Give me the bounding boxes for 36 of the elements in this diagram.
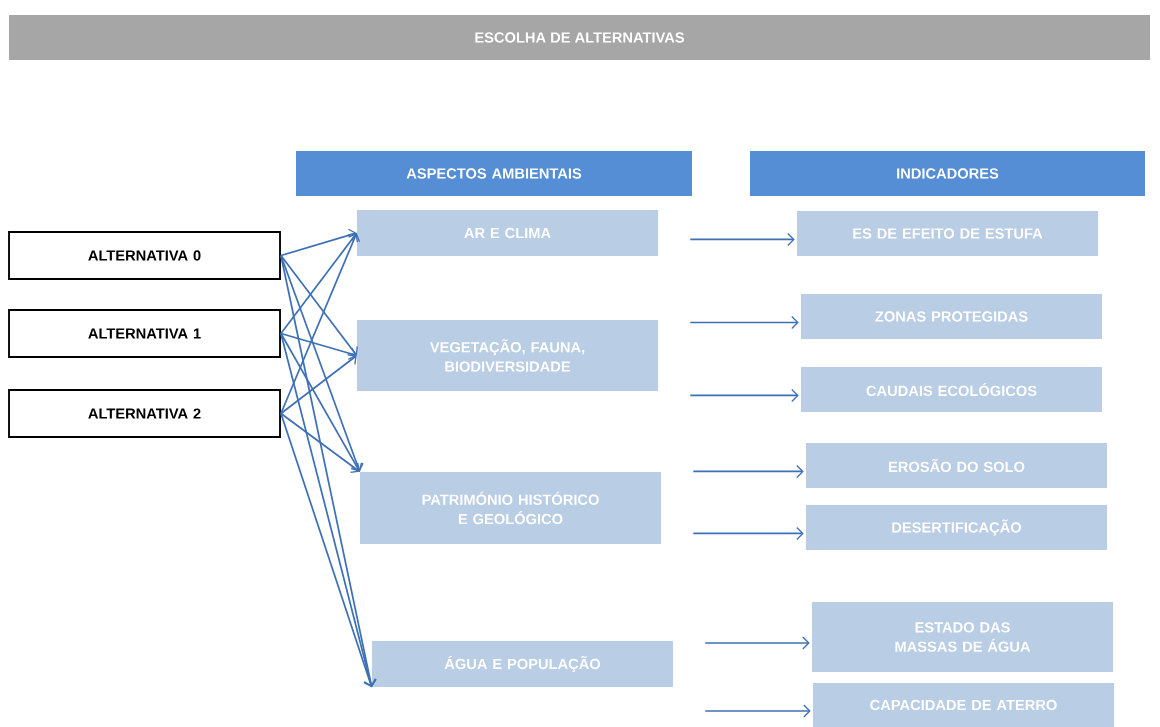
indicator-box: ESTADO DAS MASSAS DE ÁGUA — [812, 602, 1113, 672]
indicator-box: DESERTIFICAÇÃO — [806, 505, 1107, 550]
arrow — [692, 464, 804, 479]
arrow — [280, 228, 357, 257]
header-box: INDICADORES — [750, 151, 1145, 196]
alternative-box: ALTERNATIVA 2 — [8, 389, 281, 438]
arrow — [280, 354, 357, 415]
arrow — [689, 232, 795, 247]
header-box: ASPECTOS AMBIENTAIS — [296, 151, 692, 196]
indicator-box: CAPACIDADE DE ATERRO — [813, 683, 1114, 727]
aspect-box: PATRIMÓNIO HISTÓRICO E GEOLÓGICO — [360, 472, 661, 544]
arrow — [689, 315, 799, 330]
indicator-box: ZONAS PROTEGIDAS — [801, 294, 1102, 339]
indicator-box: EROSÃO DO SOLO — [806, 443, 1107, 488]
title-band: ESCOLHA DE ALTERNATIVAS — [9, 15, 1150, 60]
aspect-box: AR E CLIMA — [357, 210, 658, 256]
aspect-box: VEGETAÇÃO, FAUNA, BIODIVERSIDADE — [357, 320, 658, 391]
arrow — [280, 233, 361, 415]
arrow — [280, 412, 360, 474]
indicator-box: ES DE EFEITO DE ESTUFA — [797, 211, 1098, 256]
arrow — [280, 254, 364, 472]
arrow — [689, 388, 799, 403]
arrow — [704, 704, 811, 718]
alternative-box: ALTERNATIVA 0 — [8, 231, 281, 280]
arrow — [280, 254, 377, 688]
alternative-box: ALTERNATIVA 1 — [8, 309, 281, 358]
arrow — [280, 254, 358, 356]
indicator-box: CAUDAIS ECOLÓGICOS — [801, 367, 1102, 412]
aspect-box: ÁGUA E POPULAÇÃO — [372, 641, 673, 687]
arrow — [280, 332, 357, 360]
arrow — [280, 332, 363, 472]
arrow — [692, 526, 804, 541]
arrow — [280, 412, 376, 688]
arrow — [280, 332, 377, 688]
arrow — [704, 636, 810, 650]
arrow — [280, 233, 358, 335]
